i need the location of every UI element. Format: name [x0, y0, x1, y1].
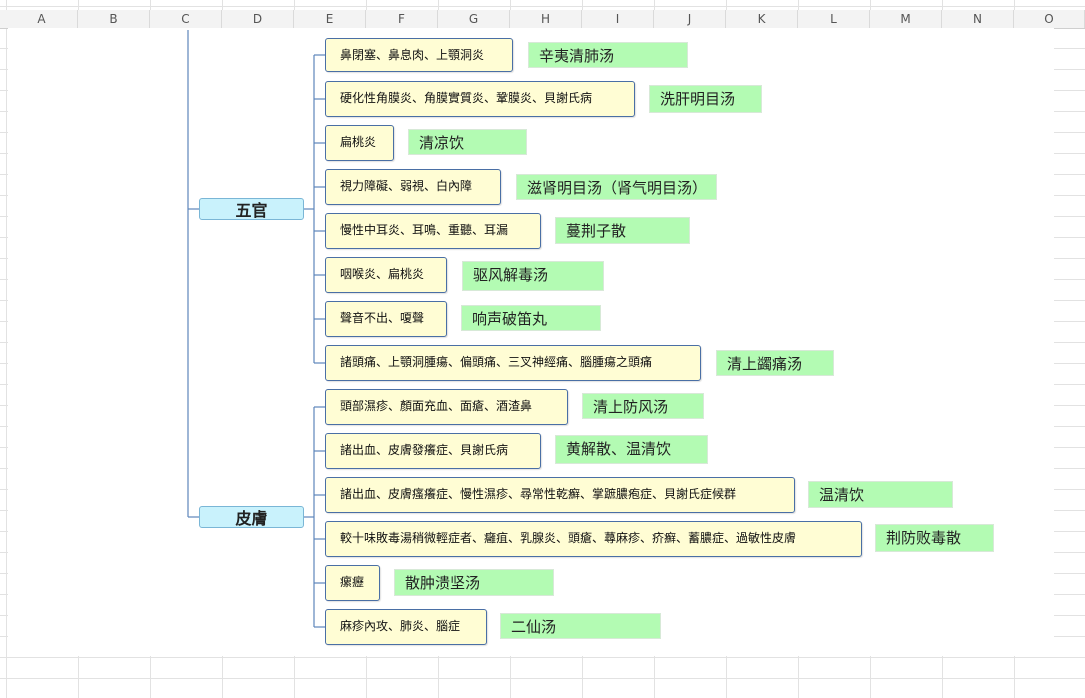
column-header-f[interactable]: F	[366, 10, 438, 28]
condition-node[interactable]: 聲音不出、嗄聲	[325, 301, 447, 337]
column-header-b[interactable]: B	[78, 10, 150, 28]
prescription-cell[interactable]: 滋肾明目汤（肾气明目汤）	[516, 174, 717, 200]
column-header-i[interactable]: I	[582, 10, 654, 28]
column-header-a[interactable]: A	[6, 10, 78, 28]
prescription-cell[interactable]: 清上防风汤	[582, 393, 704, 419]
column-header-h[interactable]: H	[510, 10, 582, 28]
column-header-g[interactable]: G	[438, 10, 510, 28]
prescription-cell[interactable]: 黄解散、温清饮	[555, 435, 708, 464]
condition-node[interactable]: 扁桃炎	[325, 125, 394, 161]
column-header-bar: A B C D E F G H I J K L M N O	[0, 10, 1085, 29]
column-header-n[interactable]: N	[942, 10, 1014, 28]
prescription-cell[interactable]: 散肿溃坚汤	[394, 569, 554, 596]
condition-node[interactable]: 較十味敗毒湯稍微輕症者、癰疽、乳腺炎、頭瘡、蕁麻疹、疥癬、蓄膿症、過敏性皮膚	[325, 521, 862, 557]
condition-node[interactable]: 諸出血、皮膚瘙癢症、慢性濕疹、尋常性乾癬、掌蹠膿疱症、貝謝氏症候群	[325, 477, 795, 513]
category-node-wuguan[interactable]: 五官	[199, 198, 304, 220]
column-header-l[interactable]: L	[798, 10, 870, 28]
category-node-pifu[interactable]: 皮膚	[199, 506, 304, 528]
column-header-j[interactable]: J	[654, 10, 726, 28]
condition-node[interactable]: 硬化性角膜炎、角膜實質炎、鞏膜炎、貝謝氏病	[325, 81, 635, 117]
prescription-cell[interactable]: 荆防败毒散	[875, 524, 994, 552]
column-header-d[interactable]: D	[222, 10, 294, 28]
column-header-m[interactable]: M	[870, 10, 942, 28]
prescription-cell[interactable]: 清凉饮	[408, 129, 527, 155]
condition-node[interactable]: 鼻閉塞、鼻息肉、上顎洞炎	[325, 38, 513, 72]
prescription-cell[interactable]: 蔓荆子散	[555, 217, 690, 244]
condition-node[interactable]: 咽喉炎、扁桃炎	[325, 257, 447, 293]
condition-node[interactable]: 麻疹內攻、肺炎、腦症	[325, 609, 487, 645]
prescription-cell[interactable]: 驱风解毒汤	[462, 261, 604, 291]
prescription-cell[interactable]: 辛夷清肺汤	[528, 42, 688, 68]
prescription-cell[interactable]: 清上蠲痛汤	[716, 350, 834, 376]
prescription-cell[interactable]: 响声破笛丸	[461, 305, 601, 331]
column-header-k[interactable]: K	[726, 10, 798, 28]
prescription-cell[interactable]: 二仙汤	[500, 613, 661, 639]
condition-node[interactable]: 瘰癧	[325, 565, 380, 601]
condition-node[interactable]: 頭部濕疹、顏面充血、面瘡、酒渣鼻	[325, 389, 568, 425]
column-header-e[interactable]: E	[294, 10, 366, 28]
prescription-cell[interactable]: 温清饮	[808, 481, 953, 508]
prescription-cell[interactable]: 洗肝明目汤	[649, 85, 762, 113]
column-header-c[interactable]: C	[150, 10, 222, 28]
condition-node[interactable]: 視力障礙、弱視、白內障	[325, 169, 501, 205]
condition-node[interactable]: 諸出血、皮膚發癢症、貝謝氏病	[325, 433, 541, 469]
condition-node[interactable]: 慢性中耳炎、耳鳴、重聽、耳漏	[325, 213, 541, 249]
condition-node[interactable]: 諸頭痛、上顎洞腫瘍、偏頭痛、三叉神經痛、腦腫瘍之頭痛	[325, 345, 701, 381]
